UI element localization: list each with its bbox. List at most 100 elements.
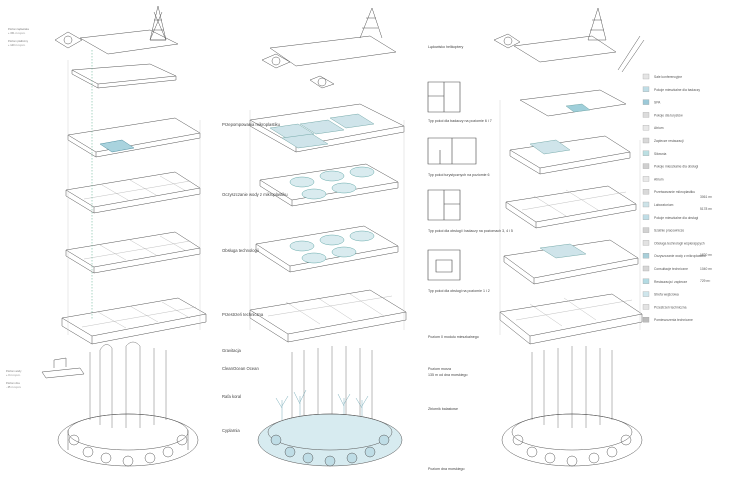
- derrick-left: [149, 5, 167, 41]
- columns-left: [89, 341, 167, 428]
- legend-label: Strefa wejściowa: [654, 293, 679, 297]
- legend-label: Restauracja i zaplecze: [654, 280, 687, 284]
- legend-label: Atrium: [654, 177, 664, 181]
- plan-researchers: [427, 81, 461, 113]
- legend-label: Oczyszczanie wody z mikroplastiku: [654, 254, 706, 258]
- legend-swatch: [642, 227, 650, 233]
- legend-swatch: [642, 137, 650, 144]
- floors-left: [61, 63, 207, 345]
- columns-right: [531, 346, 613, 428]
- legend-label: Pokoje mieszkalne dla obsługi: [654, 216, 698, 220]
- legend-label: Pokoje dla turystów: [654, 113, 683, 117]
- legend-swatch: [642, 125, 650, 131]
- ship-left: [41, 357, 85, 379]
- left-notes: Poziom lądowiska + 151 m n.p.m. Poziom p…: [6, 27, 29, 389]
- left-note-bottom-1: + 0 m n.p.m.: [6, 373, 21, 377]
- legend-swatch: [642, 176, 650, 182]
- legend-label: Consultacje techniczne: [654, 267, 688, 271]
- left-note-bottom-0: Poziom wody: [6, 369, 22, 373]
- legend-label: Sale konferencyjne: [654, 75, 682, 79]
- label-przestrzen: Przestrzeń techniczna: [222, 312, 264, 317]
- legend-swatch: [642, 317, 650, 323]
- label-cleanocean: CleanOcean Ocean: [222, 366, 259, 371]
- top-deck-middle: [269, 35, 397, 67]
- label-level-2: 135 m od dna morskiego: [428, 373, 468, 377]
- legend-swatch: [642, 240, 650, 246]
- left-note-bottom-3: - 45 m n.p.m.: [6, 385, 22, 389]
- label-plan-3: Typ pokoi dla obsługi na poziomie 1 i 2: [428, 289, 490, 293]
- label-plan-1: Typ pokoi turystycznych na poziomie 6: [428, 173, 490, 177]
- room-plans: [427, 81, 477, 281]
- right-labels: Lądowisko helikoptery Typ pokoi dla bada…: [428, 45, 513, 471]
- label-level-3: Zbiornik balastowe: [428, 407, 458, 411]
- area-2: 1820 m²: [700, 253, 713, 257]
- label-rafa: Rafa koral: [222, 394, 241, 399]
- legend-swatch: [642, 112, 650, 118]
- core-left: [99, 139, 135, 153]
- helideck-left: [54, 31, 83, 49]
- legend-swatch: [642, 291, 650, 297]
- water-tanks-middle: [289, 166, 375, 264]
- plan-staff-researchers: [427, 189, 461, 221]
- label-plan-2: Typ pokoi dla obsługi i badaczy na pozio…: [428, 229, 513, 233]
- ballast-base-middle: [257, 413, 403, 467]
- ballast-base-right: [501, 413, 643, 467]
- label-level-4: Poziom dna morskiego: [428, 467, 465, 471]
- legend-label: Siłownia: [654, 152, 666, 156]
- legend-areas: 3061 m² 5178 m² 1820 m² 1040 m² 729 m²: [700, 195, 713, 283]
- tower-middle: [249, 7, 407, 467]
- legend-swatch: [642, 163, 650, 169]
- legend-label: Pomieszczenia techniczne: [654, 318, 693, 322]
- legend-swatch: [642, 99, 650, 105]
- floors-right: [499, 89, 643, 345]
- legend-swatch: [642, 214, 650, 220]
- top-deck-right: [513, 35, 617, 63]
- legend-label: Przetwarzanie mikroplastiku: [654, 190, 695, 194]
- coral-reef-middle: [275, 389, 369, 420]
- label-ladowisko: Lądowisko helikoptery: [428, 45, 464, 49]
- legend-label: SPA: [654, 101, 661, 105]
- legend-swatch: [642, 201, 650, 208]
- legend-label: Obsługa technologii wspierających: [654, 241, 705, 245]
- left-note-bottom-2: Poziom dna: [6, 381, 20, 385]
- left-note-top-2: Poziom platformy: [8, 39, 29, 43]
- legend-label: Szatnie pracownicze: [654, 229, 684, 233]
- tower-left: [41, 5, 207, 467]
- floor-grid-middle: [267, 293, 393, 325]
- left-note-top-1: + 151 m n.p.m.: [8, 31, 26, 35]
- legend-swatch: [642, 150, 650, 156]
- plan-tourists: [427, 137, 477, 165]
- legend-swatch: [642, 304, 650, 310]
- label-level-0: Poziom 0 modułu mieszkalnego: [428, 335, 479, 339]
- legend-label: Zaplecze restauracji: [654, 139, 684, 143]
- legend-swatches: [642, 73, 650, 323]
- label-oczyszczanie: Oczyszczanie wody z mikroplastiku: [222, 192, 288, 197]
- label-plan-0: Typ pokoi dla badaczy na poziomie 6 i 7: [428, 119, 492, 123]
- legend-label: Pokoje mieszkalne dla badaczy: [654, 88, 700, 92]
- legend-swatch: [642, 265, 650, 272]
- columns-middle: [291, 346, 373, 428]
- label-level-1: Poziom morza: [428, 367, 451, 371]
- area-0: 3061 m²: [700, 195, 713, 199]
- blue-floors-right: [529, 103, 591, 259]
- area-3: 1040 m²: [700, 267, 713, 271]
- legend-swatch: [642, 73, 650, 80]
- legend-label: Przestrzeń techniczna: [654, 305, 687, 309]
- legend-swatch: [642, 189, 650, 195]
- helideck-right: [493, 33, 521, 49]
- middle-labels: Przepompowania mikroplastiku Oczyszczani…: [222, 122, 288, 433]
- legend-label: Laboratorium: [654, 203, 674, 207]
- label-gravitacja: Gravitacja: [222, 348, 242, 353]
- legend-swatch: [642, 278, 650, 284]
- area-4: 729 m²: [700, 279, 711, 283]
- derrick-right: [587, 7, 645, 73]
- legend-label: Atrium: [654, 126, 664, 130]
- tower-right: [493, 7, 645, 467]
- blue-panels-middle: [269, 113, 375, 149]
- ballast-base-left: [57, 413, 199, 467]
- legend-swatch: [642, 253, 650, 259]
- legend-swatch: [642, 86, 650, 92]
